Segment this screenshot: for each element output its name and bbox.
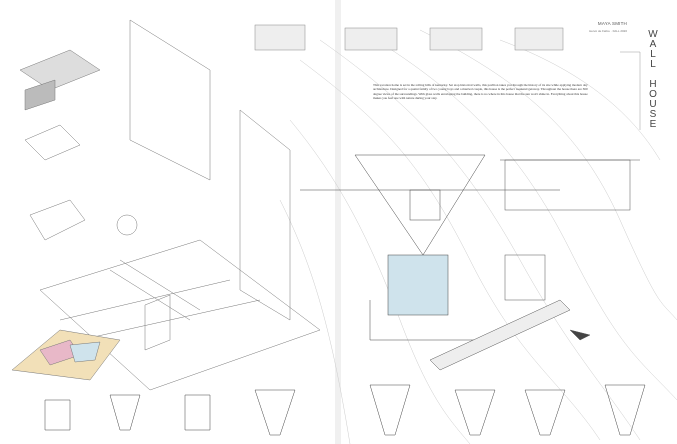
- title-letter: W: [648, 29, 658, 40]
- project-title: W A L L H O U S E: [648, 30, 658, 130]
- author-name: MAYA SMITH: [597, 21, 627, 26]
- title-letter: L: [650, 59, 656, 70]
- title-letter: E: [649, 119, 657, 130]
- section-drawing: [429, 159, 640, 371]
- title-letter: A: [649, 39, 657, 50]
- plan-diagrams: [44, 384, 646, 436]
- floor-plan: [300, 154, 560, 341]
- panel-gutter: [335, 0, 341, 444]
- title-letter: L: [650, 49, 656, 60]
- axonometric-model: [11, 19, 321, 391]
- title-letter: S: [649, 109, 657, 120]
- title-letter: O: [649, 89, 657, 100]
- project-description: This vacation home is set in the rolling…: [373, 83, 588, 101]
- title-letter: H: [649, 79, 657, 90]
- title-letter: U: [649, 99, 657, 110]
- top-renderings: [254, 24, 564, 51]
- topographic-contours: [279, 29, 677, 444]
- title-frame: [620, 51, 641, 130]
- course-info: Hervé de Fabre · FALL 2020: [589, 29, 627, 33]
